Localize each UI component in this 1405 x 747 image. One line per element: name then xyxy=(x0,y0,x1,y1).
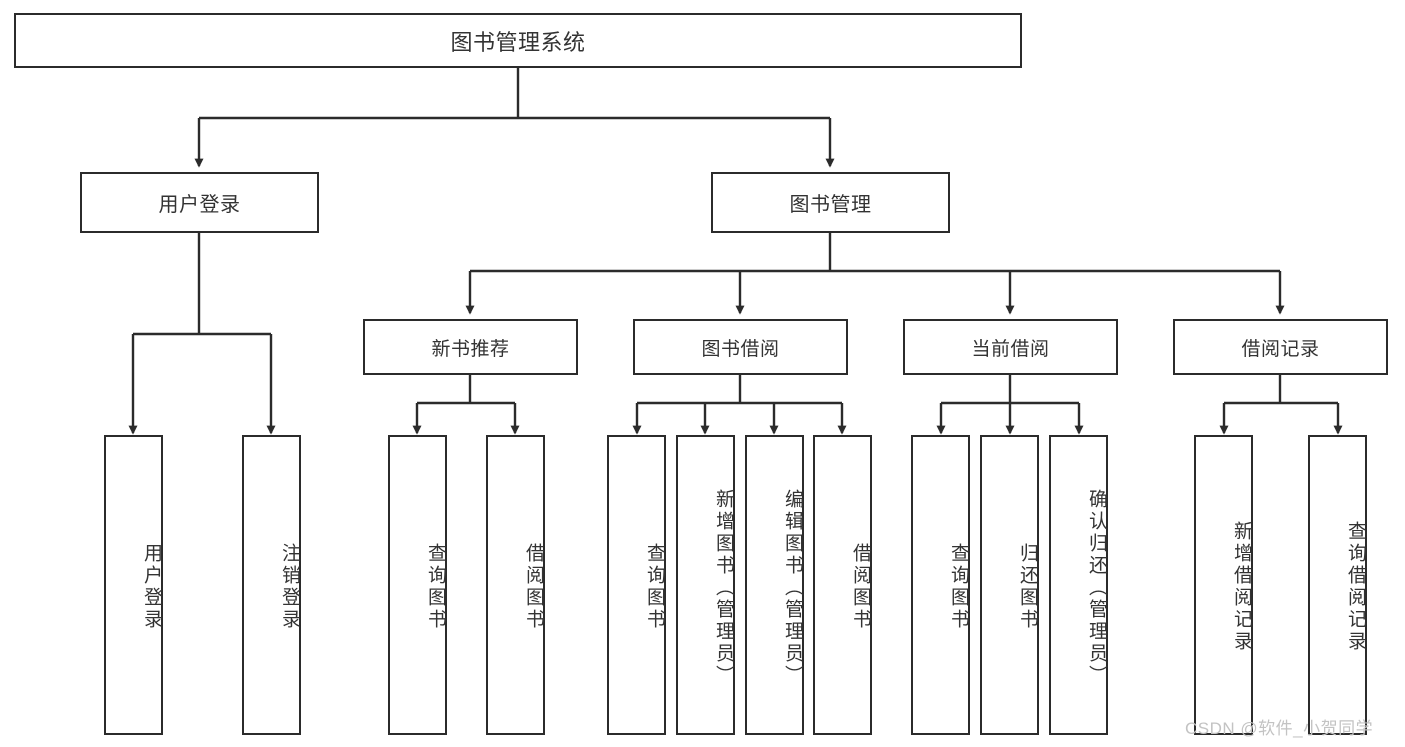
node-label: 查询图书 xyxy=(948,543,969,631)
node-borrow-record[interactable]: 借阅记录 xyxy=(1173,319,1388,375)
node-label: 借阅图书 xyxy=(850,543,871,631)
leaf-new-book-query[interactable]: 查询图书 xyxy=(388,435,447,735)
node-root-system[interactable]: 图书管理系统 xyxy=(14,13,1022,68)
leaf-user-login-login[interactable]: 用户登录 xyxy=(104,435,163,735)
node-label: 新增图书（管理员） xyxy=(713,489,734,687)
node-label: 确认归还（管理员） xyxy=(1086,489,1107,687)
leaf-borrow-record-add[interactable]: 新增借阅记录 xyxy=(1194,435,1253,735)
leaf-current-borrow-confirm-admin[interactable]: 确认归还（管理员） xyxy=(1049,435,1108,735)
node-book-borrow[interactable]: 图书借阅 xyxy=(633,319,848,375)
leaf-borrow-record-query[interactable]: 查询借阅记录 xyxy=(1308,435,1367,735)
node-label: 编辑图书（管理员） xyxy=(782,489,803,687)
node-label: 借阅记录 xyxy=(1241,338,1320,360)
node-label: 查询图书 xyxy=(644,543,665,631)
node-label: 注销登录 xyxy=(279,543,300,631)
leaf-book-borrow-query[interactable]: 查询图书 xyxy=(607,435,666,735)
node-label: 借阅图书 xyxy=(523,543,544,631)
node-label: 归还图书 xyxy=(1017,543,1038,631)
node-label: 图书管理系统 xyxy=(450,29,586,55)
node-label: 当前借阅 xyxy=(971,338,1050,360)
node-label: 新书推荐 xyxy=(431,338,510,360)
node-book-management[interactable]: 图书管理 xyxy=(711,172,950,233)
node-label: 图书借阅 xyxy=(701,338,780,360)
leaf-current-borrow-return[interactable]: 归还图书 xyxy=(980,435,1039,735)
node-new-book-recommend[interactable]: 新书推荐 xyxy=(363,319,578,375)
leaf-book-borrow-add-admin[interactable]: 新增图书（管理员） xyxy=(676,435,735,735)
node-label: 图书管理 xyxy=(789,194,872,216)
leaf-current-borrow-query[interactable]: 查询图书 xyxy=(911,435,970,735)
node-current-borrow[interactable]: 当前借阅 xyxy=(903,319,1118,375)
leaf-book-borrow-borrow[interactable]: 借阅图书 xyxy=(813,435,872,735)
node-label: 用户登录 xyxy=(141,543,162,631)
node-label: 查询借阅记录 xyxy=(1345,521,1366,653)
leaf-new-book-borrow[interactable]: 借阅图书 xyxy=(486,435,545,735)
node-user-login[interactable]: 用户登录 xyxy=(80,172,319,233)
node-label: 新增借阅记录 xyxy=(1231,521,1252,653)
node-label: 用户登录 xyxy=(158,194,241,216)
leaf-user-login-logout[interactable]: 注销登录 xyxy=(242,435,301,735)
csdn-watermark: CSDN @软件_小贺同学 xyxy=(1185,719,1374,738)
leaf-book-borrow-edit-admin[interactable]: 编辑图书（管理员） xyxy=(745,435,804,735)
node-label: 查询图书 xyxy=(425,543,446,631)
